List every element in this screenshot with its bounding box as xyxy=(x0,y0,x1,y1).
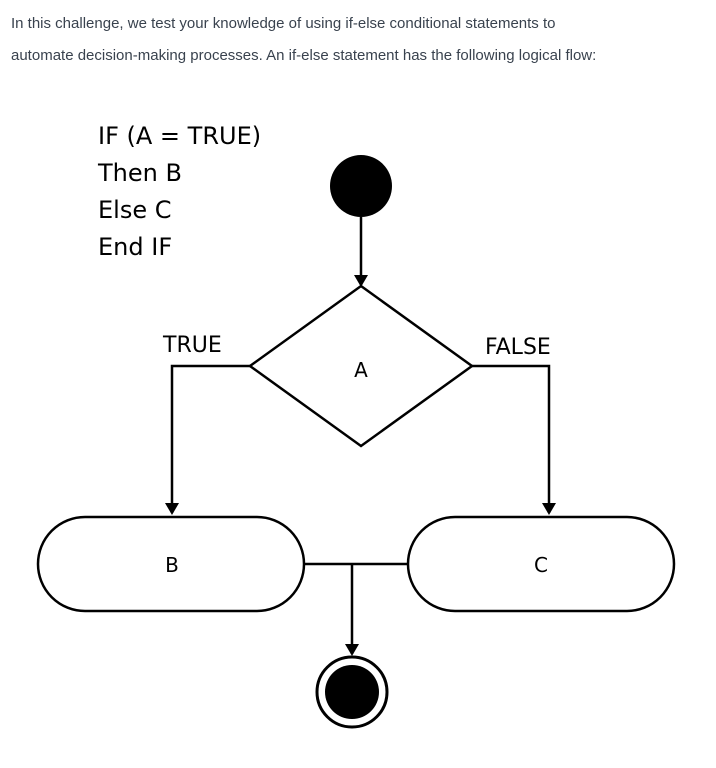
intro-line-1: In this challenge, we test your knowledg… xyxy=(11,15,556,32)
decision-label: A xyxy=(354,358,368,382)
c-node-label: C xyxy=(534,553,548,577)
true-edge-label: TRUE xyxy=(162,333,222,358)
start-node xyxy=(330,155,392,217)
end-node-core xyxy=(325,665,379,719)
pseudocode-line-2: Then B xyxy=(97,159,182,187)
false-edge-label: FALSE xyxy=(485,335,551,360)
b-node-label: B xyxy=(165,553,179,577)
pseudocode-block: IF (A = TRUE) Then B Else C End IF xyxy=(97,122,261,261)
true-branch-arrow xyxy=(165,364,250,515)
intro-line-2: automate decision-making processes. An i… xyxy=(11,47,597,64)
false-branch-arrow xyxy=(472,364,556,515)
decision-diamond xyxy=(247,284,475,448)
pseudocode-line-1: IF (A = TRUE) xyxy=(98,122,261,150)
pseudocode-line-3: Else C xyxy=(98,196,172,224)
intro-paragraph: In this challenge, we test your knowledg… xyxy=(11,8,701,72)
pseudocode-line-4: End IF xyxy=(98,233,172,261)
